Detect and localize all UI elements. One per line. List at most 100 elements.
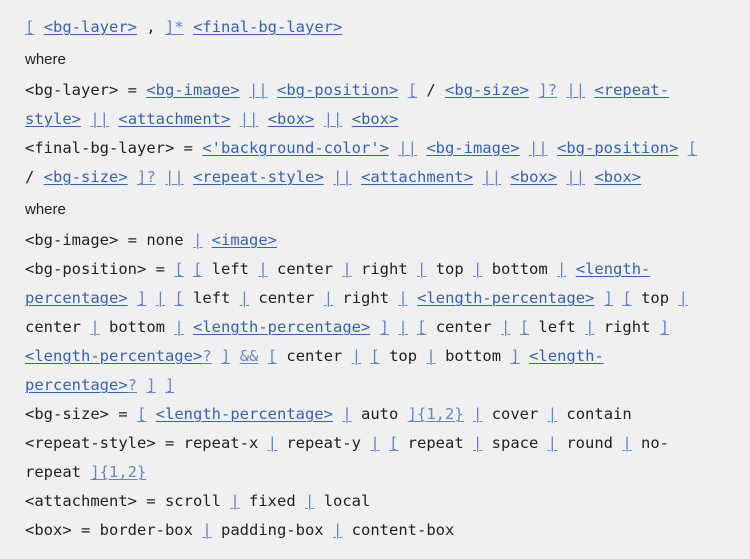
syntax-grammar-link[interactable]: [ (174, 289, 184, 307)
syntax-type-link[interactable]: <bg-image> (146, 81, 240, 99)
syntax-grammar-link[interactable]: ]{1,2} (407, 405, 464, 423)
syntax-grammar-link[interactable]: | (473, 405, 483, 423)
syntax-grammar-link[interactable]: || (566, 81, 586, 99)
syntax-grammar-link[interactable]: || (528, 139, 548, 157)
syntax-type-link[interactable]: <bg-layer> (43, 18, 138, 36)
syntax-grammar-link[interactable]: | (342, 405, 352, 423)
syntax-grammar-link[interactable]: | (332, 521, 343, 539)
syntax-type-link[interactable]: <box> (267, 110, 315, 128)
syntax-grammar-link[interactable]: | (557, 260, 567, 278)
syntax-type-link[interactable]: <length-percentage> (193, 318, 371, 336)
syntax-grammar-link[interactable]: | (342, 260, 352, 278)
syntax-type-link[interactable]: <length- (529, 347, 604, 365)
syntax-grammar-link[interactable]: [ (407, 81, 418, 99)
syntax-grammar-link[interactable]: | (370, 434, 380, 452)
syntax-text (165, 289, 174, 307)
syntax-grammar-link[interactable]: | (258, 260, 268, 278)
syntax-grammar-link[interactable]: ] (659, 318, 670, 336)
syntax-type-link[interactable]: <bg-position> (557, 139, 679, 157)
syntax-grammar-link[interactable]: ? (202, 347, 212, 365)
syntax-grammar-link[interactable]: || (482, 168, 502, 186)
syntax-grammar-link[interactable]: | (426, 347, 436, 365)
syntax-grammar-link[interactable]: ? (127, 376, 137, 394)
syntax-grammar-link[interactable]: | (90, 318, 100, 336)
syntax-grammar-link[interactable]: || (398, 139, 417, 157)
syntax-grammar-link[interactable]: | (192, 231, 203, 249)
syntax-type-link[interactable]: <box> (594, 168, 642, 186)
syntax-grammar-link[interactable]: | (174, 318, 184, 336)
syntax-type-link[interactable]: <attachment> (118, 110, 231, 128)
syntax-grammar-link[interactable]: || (566, 168, 586, 186)
syntax-grammar-link[interactable]: [ (370, 347, 380, 365)
syntax-grammar-link[interactable]: ] (603, 289, 614, 307)
syntax-type-link[interactable]: <repeat- (594, 81, 670, 99)
syntax-type-link[interactable]: <length-percentage> (155, 405, 333, 423)
syntax-grammar-link[interactable]: | (501, 318, 511, 336)
syntax-type-link[interactable]: <repeat-style> (193, 168, 324, 186)
syntax-grammar-link[interactable]: ] (221, 347, 231, 365)
syntax-grammar-link[interactable]: || (165, 168, 184, 186)
syntax-grammar-link[interactable]: ] (137, 289, 147, 307)
syntax-type-link[interactable]: <final-bg-layer> (193, 18, 343, 36)
syntax-grammar-link[interactable]: [ (519, 318, 530, 336)
syntax-type-link[interactable]: <bg-image> (426, 139, 520, 157)
syntax-grammar-link[interactable]: ] (146, 376, 156, 394)
syntax-type-link[interactable]: <box> (510, 168, 558, 186)
syntax-type-link[interactable]: <box> (351, 110, 399, 128)
syntax-grammar-link[interactable]: ] (165, 376, 175, 394)
syntax-grammar-link[interactable]: | (622, 434, 632, 452)
syntax-type-link[interactable]: <attachment> (361, 168, 474, 186)
syntax-text (137, 376, 146, 394)
syntax-type-link[interactable]: <length- (575, 260, 651, 278)
syntax-grammar-link[interactable]: | (155, 289, 166, 307)
syntax-grammar-link[interactable]: || (239, 110, 259, 128)
syntax-text (146, 405, 155, 423)
syntax-grammar-link[interactable]: | (398, 289, 408, 307)
syntax-grammar-link[interactable]: [ (417, 318, 427, 336)
syntax-type-link[interactable]: <bg-position> (277, 81, 399, 99)
syntax-grammar-link[interactable]: ]{1,2} (90, 463, 147, 481)
syntax-grammar-link[interactable]: | (398, 318, 408, 336)
syntax-grammar-link[interactable]: [ (622, 289, 632, 307)
syntax-grammar-link[interactable]: ]? (137, 168, 156, 186)
syntax-grammar-link[interactable]: | (473, 434, 483, 452)
syntax-grammar-link[interactable]: ] (510, 347, 520, 365)
syntax-grammar-link[interactable]: | (202, 521, 212, 539)
syntax-grammar-link[interactable]: [ (267, 347, 278, 365)
syntax-grammar-link[interactable]: || (90, 110, 110, 128)
syntax-grammar-link[interactable]: ] (379, 318, 390, 336)
syntax-grammar-link[interactable]: | (323, 289, 334, 307)
syntax-grammar-link[interactable]: || (249, 81, 268, 99)
syntax-grammar-link[interactable]: | (304, 492, 315, 510)
syntax-type-link[interactable]: <bg-size> (445, 81, 530, 99)
syntax-grammar-link[interactable]: ]? (538, 81, 558, 99)
syntax-type-link[interactable]: percentage> (25, 289, 128, 307)
syntax-grammar-link[interactable]: | (267, 434, 277, 452)
syntax-type-link[interactable]: <'background-color'> (202, 139, 389, 157)
syntax-grammar-link[interactable]: && (239, 347, 259, 365)
syntax-grammar-link[interactable]: || (323, 110, 343, 128)
syntax-grammar-link[interactable]: [ (389, 434, 399, 452)
syntax-grammar-link[interactable]: ]* (165, 18, 184, 36)
syntax-grammar-link[interactable]: | (239, 289, 250, 307)
syntax-type-link[interactable]: style> (25, 110, 81, 128)
syntax-grammar-link[interactable]: [ (687, 139, 698, 157)
syntax-grammar-link[interactable]: | (230, 492, 240, 510)
syntax-type-link[interactable]: <bg-size> (43, 168, 128, 186)
syntax-type-link[interactable]: percentage> (25, 376, 128, 394)
syntax-grammar-link[interactable]: [ (136, 405, 147, 423)
syntax-type-link[interactable]: <image> (211, 231, 277, 249)
syntax-grammar-link[interactable]: [ (25, 18, 35, 36)
syntax-grammar-link[interactable]: | (473, 260, 483, 278)
syntax-grammar-link[interactable]: [ (193, 260, 203, 278)
syntax-type-link[interactable]: <length-percentage> (417, 289, 595, 307)
syntax-grammar-link[interactable]: | (417, 260, 427, 278)
syntax-grammar-link[interactable]: | (351, 347, 362, 365)
syntax-grammar-link[interactable]: || (333, 168, 352, 186)
syntax-grammar-link[interactable]: | (585, 318, 595, 336)
syntax-grammar-link[interactable]: [ (174, 260, 184, 278)
syntax-grammar-link[interactable]: | (547, 434, 558, 452)
syntax-type-link[interactable]: <length-percentage> (25, 347, 203, 365)
syntax-grammar-link[interactable]: | (547, 405, 558, 423)
syntax-grammar-link[interactable]: | (678, 289, 688, 307)
